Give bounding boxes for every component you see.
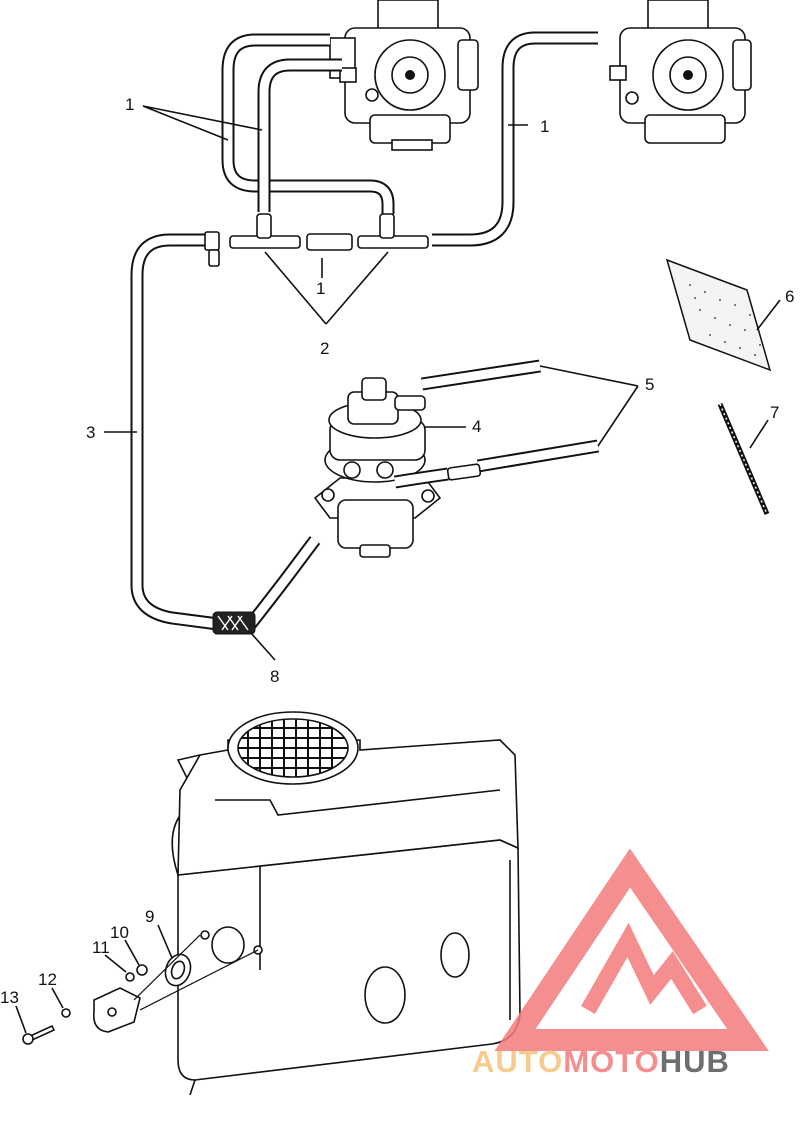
callout-12: 12	[38, 970, 57, 989]
callout-1-vent-hoses: 1	[125, 95, 134, 114]
callout-labels: 1 1 1 2 3 4 5 6 7 8 9 10 11 12 13	[0, 95, 794, 1007]
callout-8: 8	[270, 667, 279, 686]
callout-6: 6	[785, 287, 794, 306]
filter-pad	[665, 258, 772, 372]
t-fitting-right	[357, 213, 429, 249]
inline-fuel-filter	[212, 611, 256, 635]
carburetor-left	[329, 0, 479, 151]
vent-hoses	[221, 31, 598, 247]
tank-filler-screen	[227, 711, 359, 785]
carburetor-right	[609, 0, 752, 144]
short-hose-joint	[306, 233, 353, 251]
watermark-logo	[494, 848, 769, 1051]
fuel-sender-assembly	[22, 934, 259, 1045]
callout-3: 3	[86, 423, 95, 442]
callout-4: 4	[472, 417, 481, 436]
svg-text:AUTOMOTOHUB: AUTOMOTOHUB	[472, 1044, 730, 1079]
watermark-text-auto: AUTO	[472, 1044, 563, 1079]
callout-7: 7	[770, 403, 779, 422]
pump-inlet-hose	[244, 536, 321, 630]
watermark-text-hub: HUB	[660, 1044, 730, 1079]
pulse-hoses	[421, 359, 600, 481]
callout-10: 10	[110, 923, 129, 942]
callout-5: 5	[645, 375, 654, 394]
fuel-tank	[171, 739, 521, 1096]
callout-11: 11	[92, 938, 110, 957]
callout-1-right-hose: 1	[540, 117, 549, 136]
watermark-text-moto: MOTO	[563, 1044, 659, 1079]
tie-strap	[717, 403, 770, 515]
fuel-pump	[313, 377, 449, 558]
callout-9: 9	[145, 907, 154, 926]
callout-1-joint: 1	[316, 279, 325, 298]
watermark: AUTOMOTOHUB	[472, 848, 769, 1079]
t-fitting-left	[229, 213, 301, 249]
fuel-line-hose	[130, 231, 220, 631]
leader-lines	[15, 105, 781, 1034]
callout-13: 13	[0, 988, 19, 1007]
callout-2: 2	[320, 339, 329, 358]
